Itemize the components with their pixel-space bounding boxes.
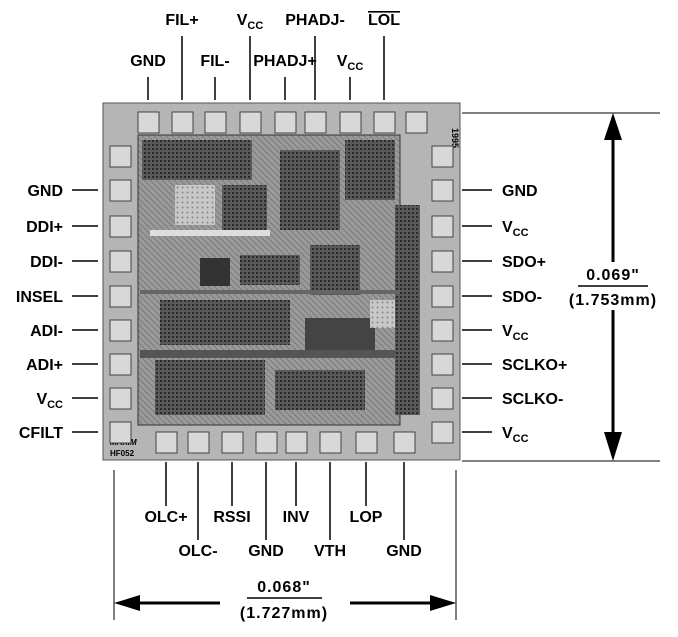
top-bond-pad [304,111,327,134]
top-pin-label: VCC [237,12,264,32]
bottom-bond-pad [319,431,342,454]
left-pin-label: VCC [36,391,63,411]
bottom-pin-label: INV [283,509,310,526]
width-mm: (1.727mm) [240,605,328,622]
top-pin-label: GND [130,53,166,70]
bottom-pin-label: OLC+ [144,509,187,526]
bottom-bond-pad [393,431,416,454]
bottom-pin-label: GND [386,543,422,560]
left-bond-pad [109,319,132,342]
bottom-bond-pad [285,431,308,454]
left-bond-pad [109,285,132,308]
die-part: HF052 [110,449,135,458]
left-pin-label: ADI- [30,323,63,340]
right-bond-pad [431,353,454,376]
top-bond-pad [204,111,227,134]
right-pin-label: SDO- [502,289,542,306]
top-pin-label: FIL+ [165,12,198,29]
bottom-pin-label: LOP [350,509,383,526]
left-pin-label: INSEL [16,289,63,306]
width-dimension: 0.068" (1.727mm) [113,470,457,627]
top-bond-pad [373,111,396,134]
left-pin-label: GND [27,183,63,200]
left-bond-pad [109,421,132,444]
bottom-bond-pad [155,431,178,454]
bottom-pin-label: RSSI [213,509,250,526]
left-bond-pad [109,215,132,238]
left-pin-label: DDI- [30,254,63,271]
right-pin-label: VCC [502,323,529,343]
left-pin-label: ADI+ [26,357,63,374]
left-pin-label: CFILT [19,425,63,442]
top-bond-pad [274,111,297,134]
top-pin-label: PHADJ+ [253,53,317,70]
right-bond-pad [431,285,454,308]
left-bond-pad [109,179,132,202]
top-pin-label: PHADJ- [285,12,345,29]
height-mm: (1.753mm) [569,292,657,309]
top-bond-pad [239,111,262,134]
right-pin-label: VCC [502,219,529,239]
right-pin-label: SDO+ [502,254,546,271]
bottom-bond-pad [187,431,210,454]
left-pin-label: DDI+ [26,219,63,236]
left-bond-pad [109,250,132,273]
left-bond-pad [109,145,132,168]
top-bond-pad [137,111,160,134]
bond-pads [109,111,454,454]
right-bond-pad [431,179,454,202]
die-year: 1995 [450,128,460,148]
height-inches: 0.069" [586,267,640,284]
bottom-bond-pad [355,431,378,454]
right-bond-pad [431,250,454,273]
left-bond-pad [109,353,132,376]
circuit-blocks [140,140,420,415]
bottom-pin-label: OLC- [178,543,217,560]
left-bond-pad [109,387,132,410]
right-bond-pad [431,145,454,168]
top-pin-label: FIL- [200,53,229,70]
bottom-bond-pad [255,431,278,454]
top-bond-pad [171,111,194,134]
width-inches: 0.068" [257,579,311,596]
pin-labels: GND FIL+ FIL- VCC PHADJ+ PHADJ- VCC LOL GND DDI+ D… [16,12,567,560]
right-pin-label: VCC [502,425,529,445]
right-bond-pad [431,215,454,238]
height-dimension: 0.069" (1.753mm) [462,112,666,462]
right-bond-pad [431,421,454,444]
right-pin-label: GND [502,183,538,200]
right-pin-label: SCLKO- [502,391,563,408]
pin-leads [72,36,492,540]
top-bond-pad [339,111,362,134]
right-pin-label: SCLKO+ [502,357,567,374]
bottom-pin-label: VTH [314,543,346,560]
top-pin-label: VCC [337,53,364,73]
bottom-pin-label: GND [248,543,284,560]
top-pin-label: LOL [368,12,400,29]
right-bond-pad [431,387,454,410]
right-bond-pad [431,319,454,342]
bottom-bond-pad [221,431,244,454]
top-bond-pad [405,111,428,134]
